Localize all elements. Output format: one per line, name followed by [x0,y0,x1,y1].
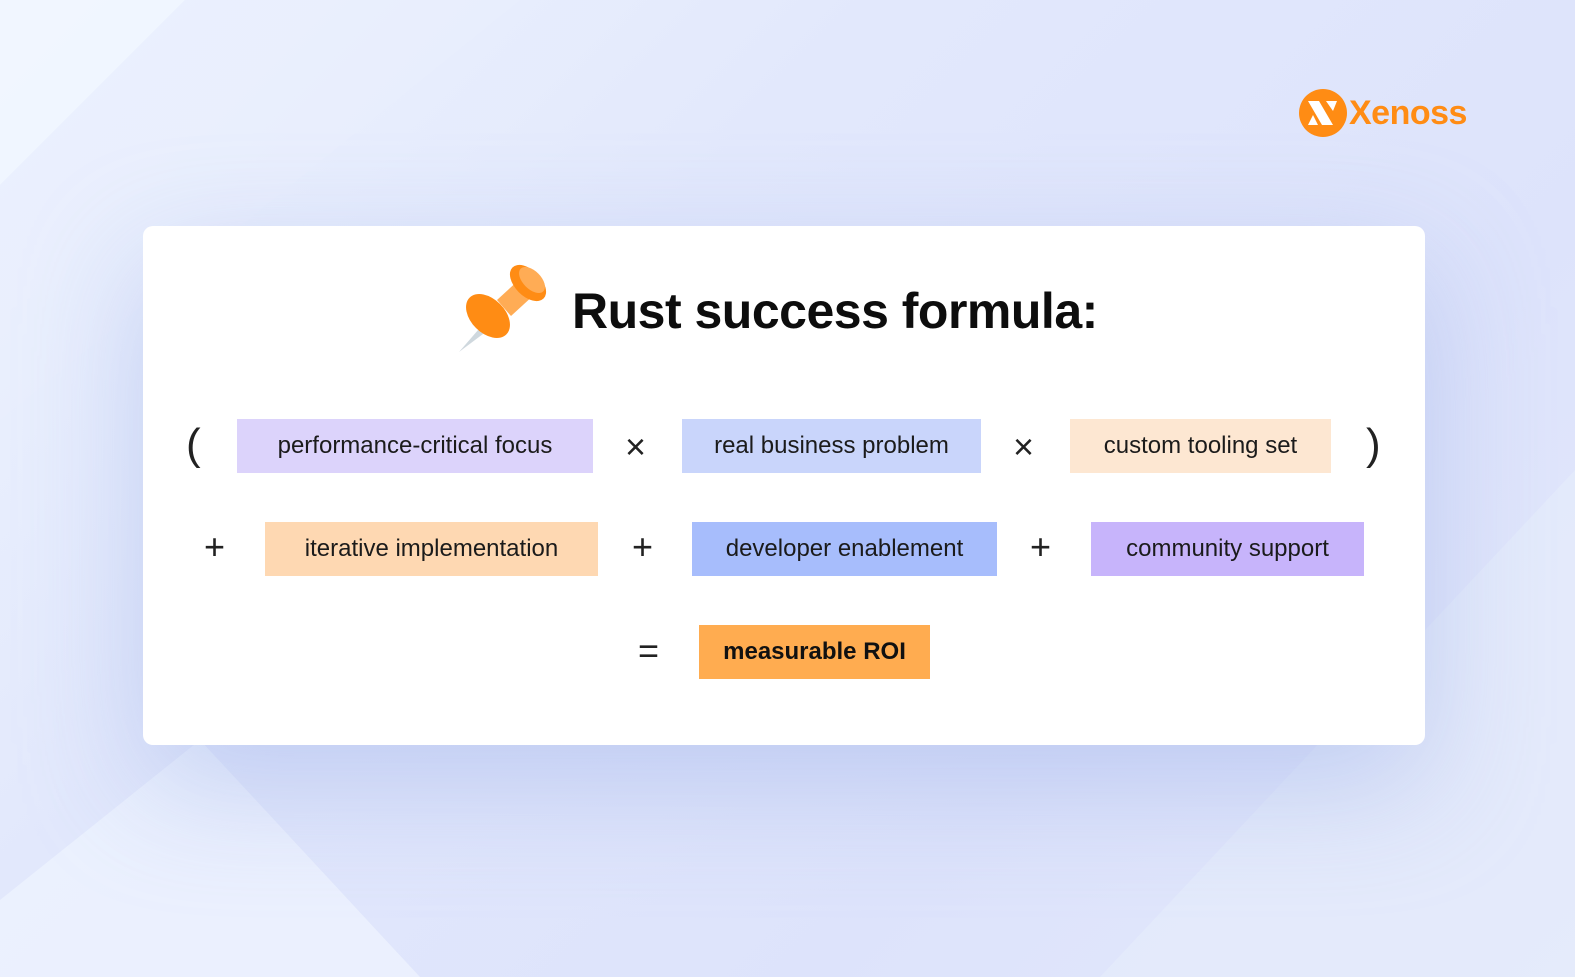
close-paren: ) [1366,420,1381,469]
open-paren: ( [186,420,201,469]
term-developer-enablement: developer enablement [692,522,997,576]
brand-name: Xenoss [1349,93,1467,132]
page-title: Rust success formula: [572,283,1098,339]
term-custom-tooling-set: custom tooling set [1070,419,1331,473]
term-performance-critical-focus: performance-critical focus [237,419,593,473]
pushpin-icon [459,264,547,352]
term-real-business-problem: real business problem [682,419,981,473]
plus-operator: + [632,526,654,567]
plus-operator: + [204,526,226,567]
times-operator: × [1013,426,1035,467]
result-measurable-roi: measurable ROI [699,625,930,679]
xenoss-logo-icon [1299,89,1347,137]
times-operator: × [625,426,647,467]
plus-operator: + [1030,526,1052,567]
xenoss-logo: Xenoss [1299,89,1467,137]
equals-operator: = [638,630,660,671]
term-community-support: community support [1091,522,1364,576]
term-iterative-implementation: iterative implementation [265,522,598,576]
